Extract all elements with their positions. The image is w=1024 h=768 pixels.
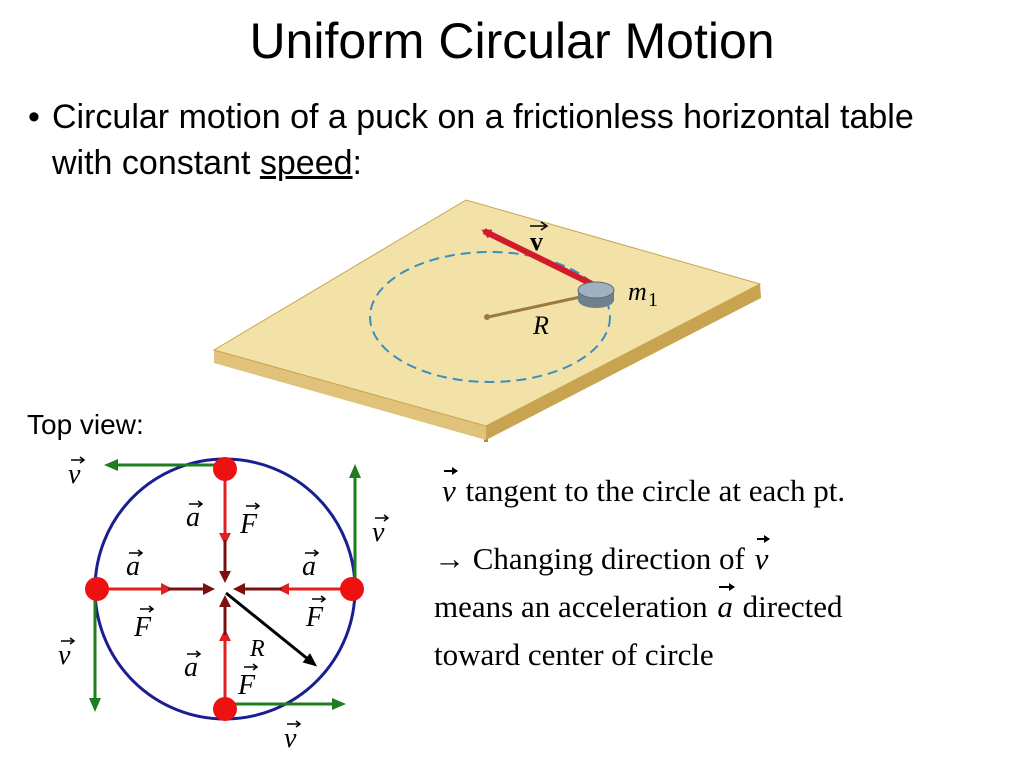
v-symbol-line2: v	[753, 535, 771, 583]
label-F-left: F	[133, 612, 152, 643]
label-a-bottom: a	[184, 652, 198, 683]
puck-dot-top	[213, 457, 237, 481]
line4-text: toward center of circle	[434, 637, 714, 672]
top-view-diagram: v v v v a a a a F F F F R	[58, 456, 390, 754]
table-left-edge	[214, 350, 486, 440]
slide-title: Uniform Circular Motion	[249, 13, 775, 69]
label-F-top: F	[239, 509, 258, 540]
puck-dot-left	[85, 577, 109, 601]
table-3d: v m 1 R	[212, 199, 762, 442]
arrow-right-icon: →	[434, 541, 465, 576]
label-v-left: v	[58, 640, 71, 671]
a-symbol-line3: a	[715, 583, 735, 631]
label-a-top: a	[186, 502, 200, 533]
label-v-top: v	[68, 459, 81, 490]
table-right-edge	[486, 284, 761, 440]
line1-text: tangent to the circle at each pt.	[465, 473, 846, 508]
mass-subscript: 1	[648, 289, 658, 311]
vector-bars	[61, 456, 390, 728]
puck-dot-bottom	[213, 697, 237, 721]
line3-after: directed	[742, 589, 843, 624]
bullet-dot-icon: •	[28, 98, 40, 136]
explanation-line4: toward center of circle	[434, 631, 994, 679]
puck-dot-right	[340, 577, 364, 601]
velocity-label-3d: v	[530, 227, 543, 256]
bullet-text: Circular motion of a puck on a frictionl…	[52, 94, 982, 186]
explanation-line1: v tangent to the circle at each pt.	[440, 467, 1000, 515]
line2-text: Changing direction of	[472, 541, 745, 576]
string-rod	[487, 294, 586, 319]
v-symbol-line1: v	[440, 467, 458, 515]
velocity-arrow-3d	[481, 228, 600, 290]
label-F-right: F	[305, 602, 324, 633]
bullet-text-end: :	[352, 144, 362, 182]
table-top	[212, 199, 762, 427]
label-a-left: a	[126, 551, 140, 582]
mass-label: m	[628, 277, 647, 306]
line3-text: means an acceleration	[434, 589, 708, 624]
label-R-top-view: R	[249, 636, 265, 662]
explanation-line2: → Changing direction of v	[434, 535, 994, 583]
speed-link[interactable]: speed	[259, 144, 353, 182]
bullet-text-start: Circular motion of a puck on a frictionl…	[52, 98, 914, 182]
explanation-line3: means an acceleration a directed	[434, 583, 994, 631]
radius-arrow	[225, 591, 318, 667]
label-F-bottom: F	[237, 670, 256, 701]
top-view-caption: Top view:	[27, 409, 144, 440]
label-v-bottom: v	[284, 723, 297, 754]
pivot-point	[484, 314, 490, 320]
puck	[577, 281, 615, 308]
radius-label-3d: R	[532, 311, 549, 340]
label-v-right: v	[372, 517, 385, 548]
circular-path-dashed	[369, 251, 611, 383]
velocity-label-3d-arrowhead	[540, 221, 549, 231]
label-a-right: a	[302, 551, 316, 582]
explanation-paragraph: → Changing direction of v means an accel…	[434, 535, 994, 679]
